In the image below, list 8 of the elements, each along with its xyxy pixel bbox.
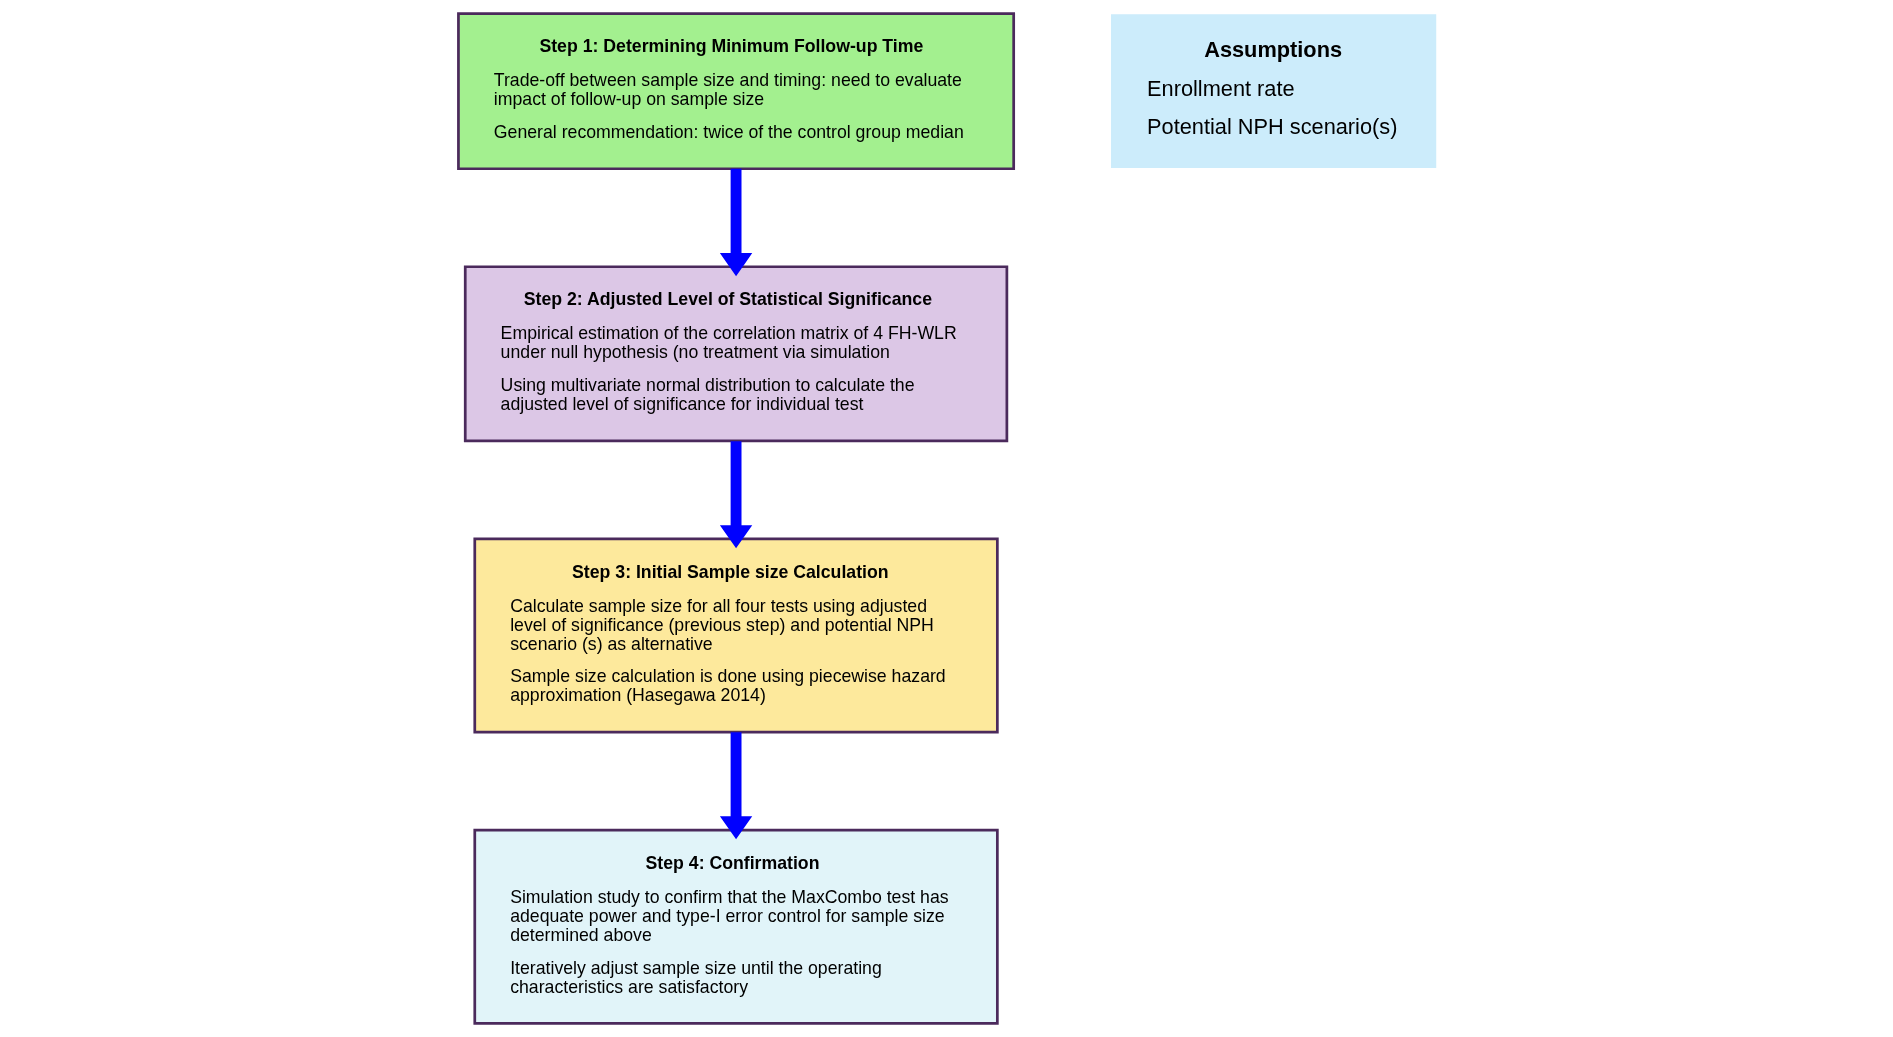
node-box: Step 3: Initial Sample size Calculation Calculate sample size for all four tests using adjusted level of significance (previous step) and potential NPH scenario (s) as alternative Sample size calculation is done using piecewise hazard approximation (Hasegawa 2014) <box>472 537 999 734</box>
node-box: Step 1: Determining Minimum Follow-up Time Trade-off between sample size and timing: need to evaluate impact of follow-up on sample size General recommendation: twice of the control group median <box>456 12 1015 171</box>
node-box: Step 2: Adjusted Level of Statistical Significance Empirical estimation of the correlation matrix of 4 FH-WLR under null hypothesis (no treatment via simulation Using multivariate normal distribution to calculate the adjusted level of significance for individual test <box>463 265 1008 443</box>
arrow <box>719 441 752 549</box>
node-box: Assumptions Enrollment rate Potential NPH scenario(s) <box>1110 14 1436 169</box>
node-box: Step 4: Confirmation Simulation study to confirm that the MaxCombo test has adequate power and type-I error control for sample size determined above Iteratively adjust sample size until the operating characteristics are satisfactory <box>472 828 999 1025</box>
arrow <box>719 732 752 840</box>
arrow <box>719 168 752 277</box>
